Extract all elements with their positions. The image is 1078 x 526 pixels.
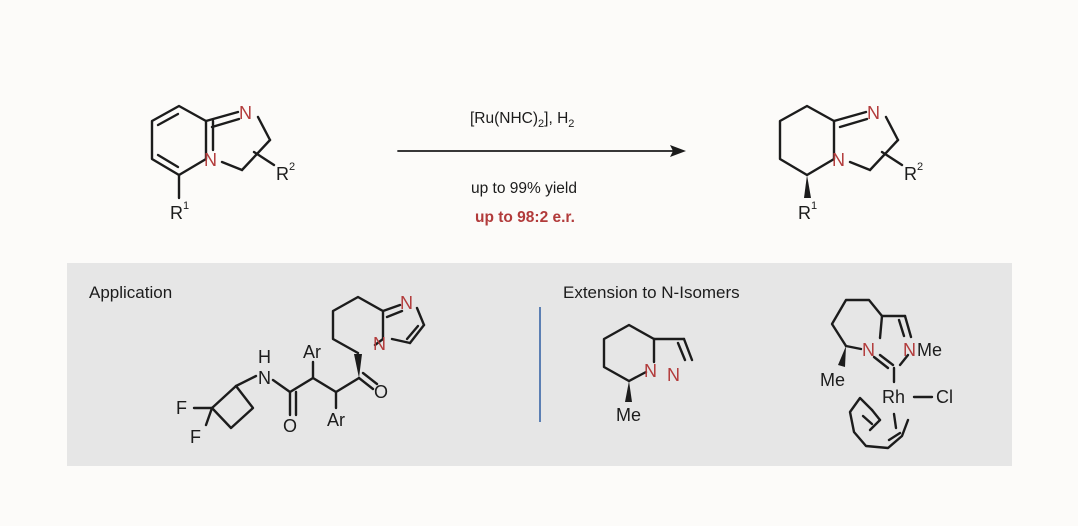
- atom-O: O: [374, 382, 388, 402]
- atom-N: N: [204, 150, 217, 170]
- atom-F: F: [176, 398, 187, 418]
- atom-R: R: [798, 203, 811, 223]
- extension-heading: Extension to N-Isomers: [563, 283, 740, 302]
- rhodium-nhc-complex: N N Me Me Rh Cl: [820, 298, 953, 450]
- superscript: 1: [183, 200, 189, 212]
- atom-N: N: [832, 150, 845, 170]
- atom-R: R: [276, 164, 289, 184]
- atom-Ar: Ar: [327, 410, 345, 430]
- atom-N: N: [258, 368, 271, 388]
- reaction-conditions: [Ru(NHC)2], H2: [470, 110, 574, 130]
- application-heading: Application: [89, 283, 172, 302]
- yield-label: up to 99% yield: [471, 180, 577, 197]
- product: N N R 2 R 1: [778, 103, 923, 223]
- atom-R: R: [904, 164, 917, 184]
- superscript: 2: [289, 161, 295, 173]
- atom-Rh: Rh: [882, 387, 905, 407]
- atom-N: N: [644, 361, 657, 381]
- atom-N: N: [867, 103, 880, 123]
- pyrazolopyridine-molecule: N N Me: [602, 323, 694, 425]
- starting-material: N N R 2 R 1: [150, 103, 295, 223]
- atom-Ar: Ar: [303, 342, 321, 362]
- atom-N: N: [373, 334, 386, 354]
- er-label: up to 98:2 e.r.: [475, 209, 575, 226]
- atom-N: N: [239, 103, 252, 123]
- reaction-arrow: [397, 145, 686, 157]
- atom-F: F: [190, 427, 201, 447]
- atom-N: N: [400, 293, 413, 313]
- atom-N: N: [903, 340, 916, 360]
- atom-O: O: [283, 416, 297, 436]
- atom-R: R: [170, 203, 183, 223]
- atom-Me: Me: [616, 405, 641, 425]
- atom-Me: Me: [917, 340, 942, 360]
- superscript: 2: [917, 161, 923, 173]
- application-molecule: F F N H O Ar Ar O N N: [176, 293, 426, 447]
- atom-N: N: [667, 365, 680, 385]
- superscript: 1: [811, 200, 817, 212]
- atom-N: N: [862, 340, 875, 360]
- atom-H: H: [258, 347, 271, 367]
- atom-Cl: Cl: [936, 387, 953, 407]
- atom-Me: Me: [820, 370, 845, 390]
